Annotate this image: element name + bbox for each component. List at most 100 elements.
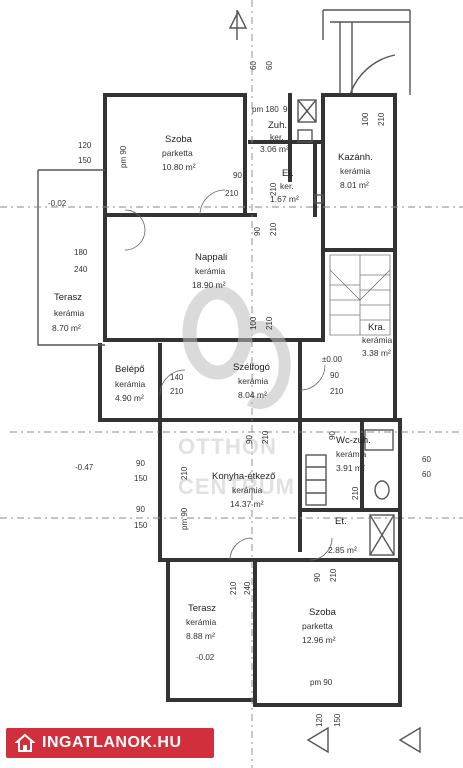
dim-label: 210 [351, 486, 360, 500]
dim-label: 60 [422, 455, 431, 464]
room-floor: kerámia [54, 308, 85, 318]
room-name: Et. [282, 168, 294, 179]
fixtures [297, 99, 395, 556]
watermark-line2: CENTRUM [178, 474, 295, 499]
room-name: Szoba [309, 607, 337, 618]
dim-label: 60 [265, 61, 274, 70]
room-name: Terasz [54, 292, 82, 303]
room-name: Wc-zuh. [336, 435, 371, 446]
room-floor: kerámia [362, 335, 393, 345]
room-floor: kerámia [238, 376, 269, 386]
dim-label: 210 [329, 568, 338, 582]
dim-label: pm 90 [180, 507, 189, 530]
room-name: Szoba [165, 134, 193, 145]
section-markers [228, 10, 421, 754]
dim-label: 210 [261, 430, 270, 444]
dim-label: 90 [245, 435, 254, 444]
dim-label: 210 [269, 182, 278, 196]
ingatlanok-badge[interactable]: INGATLANOK.HU [6, 728, 214, 758]
room-area: 14.37 m² [230, 499, 264, 509]
room-area: 2.85 m² [328, 545, 357, 555]
dim-label: pm 180 [252, 105, 279, 114]
badge-label: INGATLANOK.HU [42, 734, 182, 751]
dim-label: 90 [313, 573, 322, 582]
dim-label: 150 [333, 713, 342, 727]
dim-label: -0.02 [48, 199, 67, 208]
dim-label: -0.02 [196, 653, 215, 662]
room-area: 10.80 m² [162, 162, 196, 172]
dimension-labels: 60 60 pm 180 90 100 210 120 150 pm 90 90… [48, 61, 431, 727]
room-floor: ker. [280, 181, 294, 191]
dim-label: 90 [283, 105, 292, 114]
dim-label: 210 [269, 222, 278, 236]
room-floor: ker. [270, 132, 284, 142]
door-arcs [124, 189, 333, 561]
dim-label: 210 [170, 387, 184, 396]
dim-label: 240 [243, 581, 252, 595]
dim-label: 140 [170, 373, 184, 382]
room-floor: kerámia [115, 379, 146, 389]
room-area: 3.91 m² [336, 463, 365, 473]
room-area: 12.96 m² [302, 635, 336, 645]
terrace-outlines [37, 169, 105, 346]
dim-label: 210 [180, 466, 189, 480]
dim-label: -0.47 [75, 463, 94, 472]
room-name: Zuh. [268, 120, 287, 131]
dim-label: 90 [253, 227, 262, 236]
room-area: 18.90 m² [192, 280, 226, 290]
room-area: 8.04 m² [238, 390, 267, 400]
room-name: Terasz [188, 603, 216, 614]
dim-label: ±0.00 [322, 355, 343, 364]
dim-label: 60 [249, 61, 258, 70]
dim-label: 120 [78, 141, 92, 150]
dim-label: 150 [78, 156, 92, 165]
dim-label: 150 [134, 521, 148, 530]
dim-label: 150 [134, 474, 148, 483]
room-name: Szélfogó [233, 362, 270, 373]
roof-outline [236, 9, 411, 96]
room-name: Kra. [368, 322, 385, 333]
dim-label: 90 [136, 505, 145, 514]
room-area: 8.88 m² [186, 631, 215, 641]
room-area: 4.90 m² [115, 393, 144, 403]
room-floor: kerámia [232, 485, 263, 495]
dim-label: 90 [136, 459, 145, 468]
walls [98, 93, 402, 707]
room-name: Et. [335, 516, 347, 527]
dim-label: 240 [74, 265, 88, 274]
room-area: 3.06 m² [260, 144, 289, 154]
room-area: 3.38 m² [362, 348, 391, 358]
watermark: OTTHON CENTRUM [178, 285, 295, 499]
dim-label: pm 90 [119, 145, 128, 168]
dim-label: 100 [249, 316, 258, 330]
dim-label: 210 [330, 387, 344, 396]
room-floor: kerámia [340, 166, 371, 176]
room-floor: kerámia [336, 449, 367, 459]
room-name: Kazánh. [338, 152, 373, 163]
room-area: 1.67 m² [270, 194, 299, 204]
dim-label: 210 [265, 316, 274, 330]
dim-label: 90 [330, 371, 339, 380]
staircase [329, 254, 391, 336]
room-name: Konyha-étkező [212, 471, 275, 482]
dim-label: 210 [377, 112, 386, 126]
dim-label: 180 [74, 248, 88, 257]
room-area: 8.70 m² [52, 323, 81, 333]
dim-label: pm 90 [310, 678, 333, 687]
room-floor: kerámia [195, 266, 226, 276]
dim-label: 60 [422, 470, 431, 479]
watermark-line1: OTTHON [178, 434, 277, 459]
room-floor: parketta [302, 621, 333, 631]
room-floor: kerámia [186, 617, 217, 627]
room-area: 8.01 m² [340, 180, 369, 190]
room-name: Belépő [115, 364, 145, 375]
dim-label: 210 [225, 189, 239, 198]
dim-label: 90 [233, 171, 242, 180]
dim-label: 100 [361, 112, 370, 126]
room-labels: Szoba parketta 10.80 m² Zuh. ker. 3.06 m… [52, 120, 393, 645]
house-icon [14, 732, 36, 754]
room-floor: parketta [162, 148, 193, 158]
